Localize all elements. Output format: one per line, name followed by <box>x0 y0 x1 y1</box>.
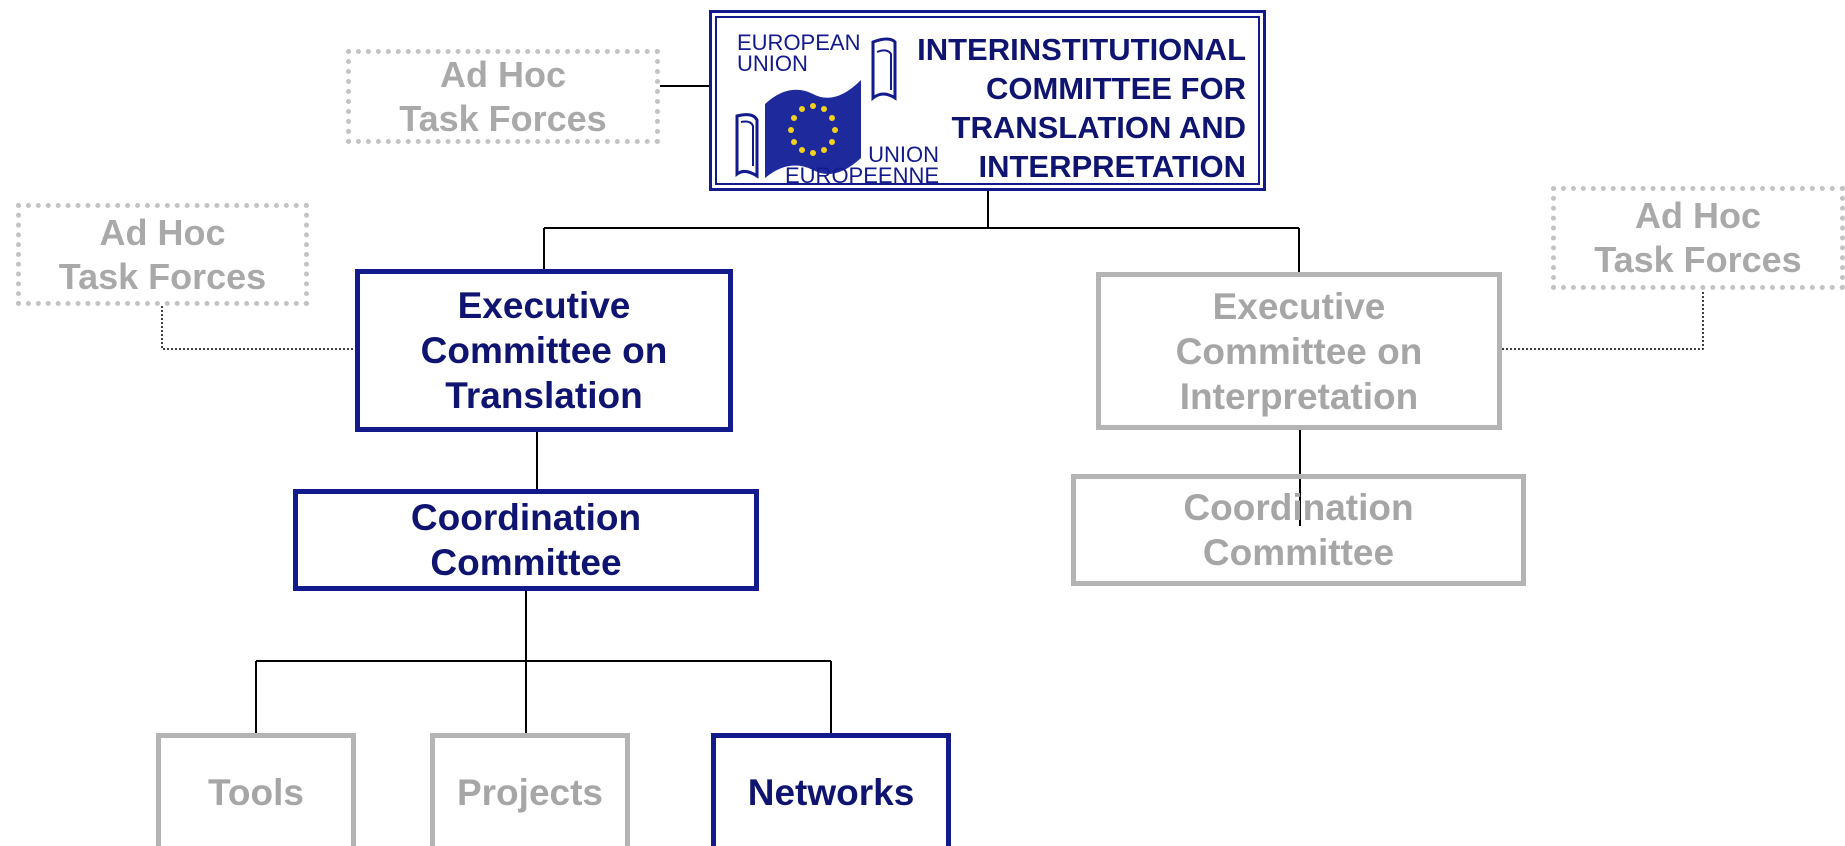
projects-box: Projects <box>430 733 630 846</box>
adhoc-task-forces-left: Ad Hoc Task Forces <box>16 203 309 306</box>
eu-flag-icon <box>735 37 897 179</box>
coordination-committee-translation: Coordination Committee <box>293 489 759 591</box>
adhoc-task-forces-top: Ad Hoc Task Forces <box>346 49 660 144</box>
eu-logo: EUROPEAN UNION UNION EUROPEENNE <box>731 28 939 188</box>
networks-box: Networks <box>711 733 951 846</box>
tools-box: Tools <box>156 733 356 846</box>
adhoc-task-forces-right: Ad Hoc Task Forces <box>1551 186 1845 290</box>
coordination-committee-interpretation: Coordination Committee <box>1071 474 1526 586</box>
logo-text-top: EUROPEAN UNION <box>737 30 861 76</box>
exec-committee-interpretation: Executive Committee on Interpretation <box>1096 272 1502 430</box>
header-box-interinstitutional-committee: EUROPEAN UNION UNION EUROPEENNE INTERINS… <box>709 10 1266 191</box>
header-title: INTERINSTITUTIONAL COMMITTEE FOR TRANSLA… <box>917 32 1246 184</box>
logo-text-bottom: UNION EUROPEENNE <box>785 142 940 188</box>
connector-adhoc-right <box>1502 292 1704 350</box>
exec-committee-translation: Executive Committee on Translation <box>355 269 733 432</box>
connector-adhoc-left <box>161 306 355 350</box>
